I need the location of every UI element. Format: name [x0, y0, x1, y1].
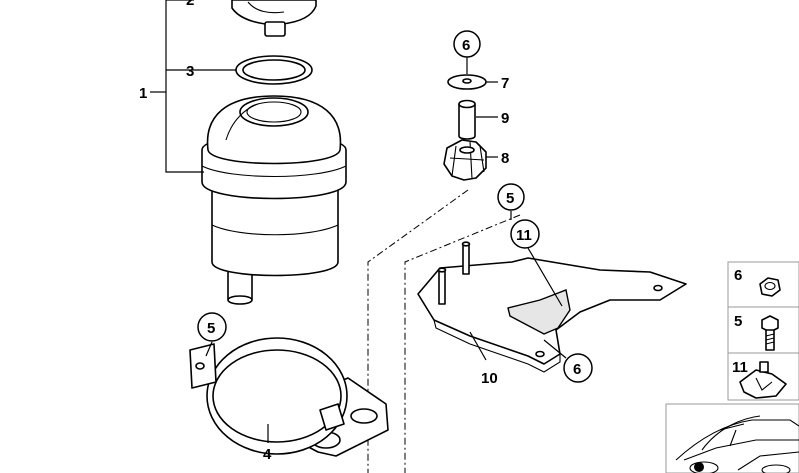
- legend-label-bolt: 5: [734, 313, 742, 330]
- callout-8: 8: [501, 150, 509, 167]
- callout-6-top: 6: [462, 37, 470, 54]
- callout-bracket-1: [150, 0, 236, 173]
- sealing-ring: [235, 55, 313, 85]
- reservoir-cap: [231, 0, 317, 37]
- washer: [447, 74, 487, 90]
- callout-4: 4: [263, 446, 272, 463]
- callout-9: 9: [501, 110, 509, 127]
- support-bracket: [417, 241, 687, 373]
- hex-nut-icon: [759, 277, 781, 297]
- clip-nut-icon: [739, 361, 787, 399]
- holding-clamp: [189, 337, 389, 457]
- callout-7: 7: [501, 75, 509, 92]
- callout-3: 3: [186, 63, 194, 80]
- legend-label-nut: 6: [734, 267, 742, 284]
- location-marker-icon: [694, 462, 704, 472]
- callout-leaders: [205, 57, 567, 443]
- vehicle-location-thumbnail: [665, 403, 799, 473]
- callout-11-bracket: 11: [516, 227, 532, 244]
- connection-lines: [367, 189, 521, 473]
- oil-reservoir: [201, 95, 347, 305]
- callout-10: 10: [481, 370, 498, 387]
- bolt-icon: [761, 315, 779, 351]
- callout-5-clamp: 5: [207, 320, 215, 337]
- callout-5-bracket: 5: [506, 190, 514, 207]
- sleeve: [458, 99, 476, 140]
- callout-1: 1: [139, 85, 147, 102]
- rubber-mount: [443, 139, 487, 181]
- car-outline-icon: [675, 415, 799, 473]
- callout-6-bracket: 6: [573, 361, 581, 378]
- callout-2: 2: [186, 0, 194, 9]
- hardware-legend: 6 5 11: [727, 261, 799, 401]
- legend-label-clip: 11: [732, 359, 748, 376]
- callout-labels: 1 2 3 4 5 6 7 9 8 5 11 10 6: [139, 0, 581, 463]
- circled-callouts: [197, 30, 593, 383]
